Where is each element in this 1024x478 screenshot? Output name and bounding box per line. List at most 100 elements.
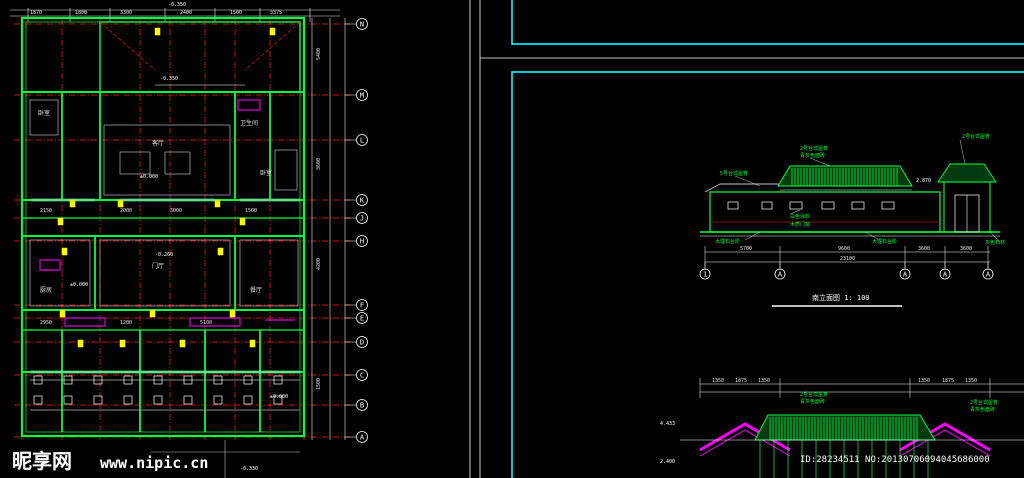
watermark-brand: 昵享网 [12, 449, 72, 473]
axis-bubble-label: A [360, 434, 365, 442]
axis-bubble-label: E [360, 315, 364, 323]
room-label: 卧室 [38, 109, 50, 117]
axis-bubble [356, 431, 368, 443]
elev-note: 大理石台阶 [872, 238, 897, 245]
axis-bubble [356, 336, 368, 348]
axis-bubble [356, 235, 368, 247]
plan-dim: 4200 [316, 258, 322, 270]
elev-note: 灰色石材 [985, 239, 1005, 246]
lower-level: 4.433 [660, 421, 675, 427]
elev-axis-bubble [699, 268, 711, 280]
lower-dim: 1875 [942, 378, 954, 384]
axis-bubble [356, 299, 368, 311]
elev-total-width: 23100 [840, 256, 855, 262]
room-label: 门厅 [152, 262, 164, 270]
elev-note: 5号台式屋脊 [720, 170, 748, 177]
axis-bubble-label: F [360, 302, 364, 310]
plan-elev-mark: ±0.000 [70, 282, 88, 288]
axis-bubble [356, 312, 368, 324]
plan-dim: 1800 [75, 10, 87, 16]
room-label: 卧室 [260, 169, 272, 177]
plan-dim: 1500 [230, 10, 242, 16]
elev-note: 2号台式屋脊 [800, 145, 828, 152]
plan-dim: 1870 [30, 10, 42, 16]
watermark-url: www.nipic.cn [100, 454, 208, 472]
elev-axis-label: A [943, 271, 948, 279]
door-marker [269, 27, 276, 36]
plan-dim: 3600 [316, 158, 322, 170]
axis-bubble [356, 194, 368, 206]
lower-note: 2号台式屋脊 [800, 391, 828, 398]
lower-dim: 1350 [712, 378, 724, 384]
door-marker [69, 199, 76, 208]
plan-elev-mark: ±0.000 [140, 174, 158, 180]
door-marker [117, 199, 124, 208]
floor-plan: -0.350 [10, 2, 368, 478]
plan-dim: 5400 [316, 48, 322, 60]
elevation-title: 南立面图 1: 100 [812, 293, 870, 302]
plan-dim: 2400 [180, 10, 192, 16]
door-marker [149, 309, 156, 318]
elev-note: 木质门窗 [790, 221, 810, 228]
axis-bubble-label: L [360, 137, 364, 145]
door-marker [217, 247, 224, 256]
axis-bubble-label: N [360, 21, 364, 29]
elev-level: 2.870 [916, 178, 931, 184]
lower-level: 2.400 [660, 459, 675, 465]
axis-bubble [356, 399, 368, 411]
door-marker [57, 217, 64, 226]
elev-axis-label: 1 [703, 271, 707, 279]
elev-note: 白色涂料 [790, 213, 810, 220]
axis-bubble-label: D [360, 339, 364, 347]
door-marker [179, 339, 186, 348]
elev-axis-bubble [774, 268, 786, 280]
axis-bubble [356, 18, 368, 30]
plan-elev-mark: ±0.000 [270, 394, 288, 400]
elev-axis-label: A [986, 271, 991, 279]
plan-dim: 2950 [40, 320, 52, 326]
lower-note: 青灰色面砖 [800, 398, 825, 405]
axis-bubble-label: B [360, 402, 364, 410]
axis-bubble [356, 134, 368, 146]
axis-bubble-label: J [360, 215, 364, 223]
door-marker [61, 247, 68, 256]
plan-bottom-elevation: -0.330 [240, 466, 258, 472]
axis-bubble [356, 369, 368, 381]
elev-dim: 9600 [838, 246, 850, 252]
elev-note: 大理石台阶 [715, 238, 740, 245]
elev-axis-label: A [778, 271, 783, 279]
plan-dim: 1500 [245, 208, 257, 214]
door-marker [119, 339, 126, 348]
door-marker [154, 27, 161, 36]
plan-dim: 3000 [170, 208, 182, 214]
door-marker [214, 199, 221, 208]
lower-dim: 1350 [758, 378, 770, 384]
elev-axis-bubble [899, 268, 911, 280]
room-label: 厨房 [40, 286, 52, 294]
elev-axis-bubble [939, 268, 951, 280]
elev-axis-bubble [982, 268, 994, 280]
lower-dim: 1350 [965, 378, 977, 384]
axis-bubble-label: C [360, 372, 364, 380]
elev-axis-label: A [903, 271, 908, 279]
lower-note: 2号台式屋脊 [970, 399, 998, 406]
plan-dim: 5100 [200, 320, 212, 326]
axis-bubble [356, 212, 368, 224]
watermark-id: ID:28234511 NO:20130706094045686000 [800, 455, 990, 465]
axis-bubble-label: M [360, 92, 364, 100]
axis-bubble [356, 89, 368, 101]
plan-dim: 1200 [120, 320, 132, 326]
axis-bubble-label: H [360, 238, 364, 246]
plan-elev-mark: -0.260 [155, 252, 173, 258]
room-label: 餐厅 [250, 286, 262, 294]
elev-note: 2号台式屋脊 [962, 133, 990, 140]
door-marker [249, 339, 256, 348]
plan-dim: 1500 [316, 378, 322, 390]
lower-dim: 1350 [918, 378, 930, 384]
lower-note: 青灰色面砖 [970, 406, 995, 413]
room-label: 客厅 [152, 139, 164, 147]
elev-dim: 3600 [918, 246, 930, 252]
